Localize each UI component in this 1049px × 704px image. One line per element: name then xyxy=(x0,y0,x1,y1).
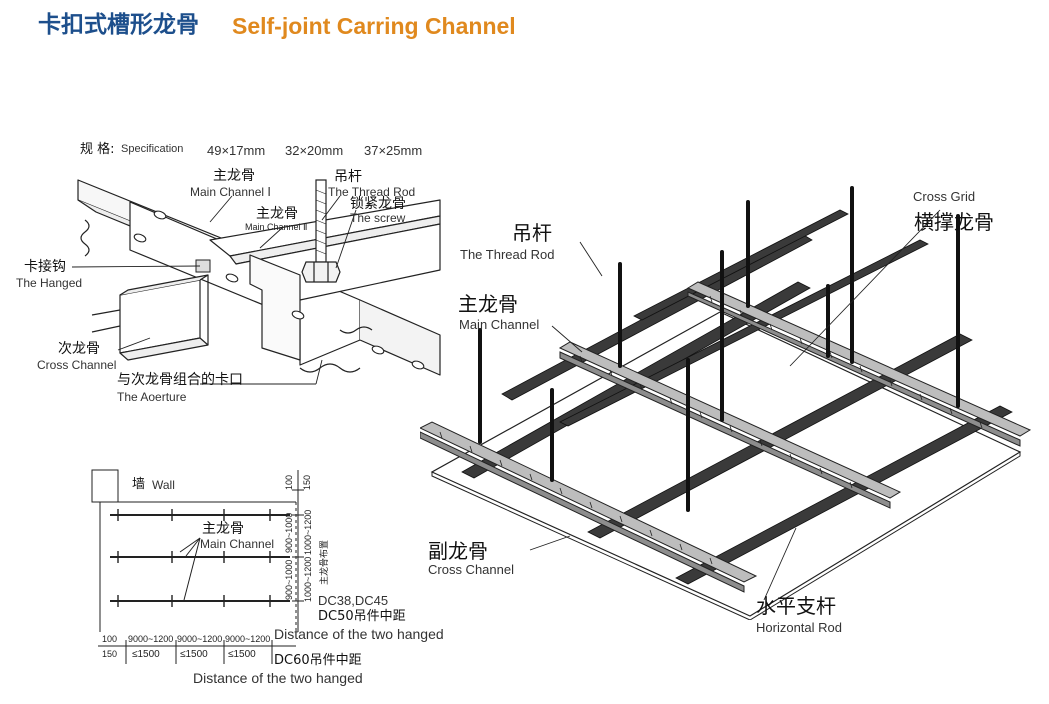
detail-main-channel-2-cn: 主龙骨 xyxy=(256,206,298,222)
plan-dim-2b: 1000~1200 xyxy=(303,556,313,602)
layout-plan-drawing xyxy=(91,469,304,664)
detail-drawing xyxy=(71,179,441,385)
plan-bottom-l1: ≤1500 xyxy=(132,649,160,660)
plan-dim-2a: 900~1000 xyxy=(284,559,294,600)
plan-bottom-d2: 9000~1200 xyxy=(177,634,223,644)
main-channels xyxy=(420,281,1032,593)
detail-main-channel-1-en: Main Channel Ⅰ xyxy=(190,185,271,199)
detail-cross-channel-en: Cross Channel xyxy=(37,358,117,372)
thread-rods xyxy=(478,186,960,512)
iso-cross-grid-en: Cross Grid xyxy=(913,189,976,204)
isometric-grid xyxy=(420,186,1032,620)
plan-note-5: Distance of the two hanged xyxy=(193,670,363,686)
plan-wall-cn: 墙 xyxy=(132,477,146,492)
iso-cross-channel-cn: 副龙骨 xyxy=(428,539,488,563)
iso-horizontal-rod-cn: 水平支杆 xyxy=(756,594,836,618)
iso-cross-channel-en: Cross Channel xyxy=(428,562,514,577)
iso-thread-rod-cn: 吊杆 xyxy=(512,221,552,245)
detail-thread-rod-en: The Thread Rod xyxy=(328,185,416,199)
detail-main-channel-2-en: Main Channel Ⅱ xyxy=(245,222,308,232)
plan-dim-1b: 1000~1200 xyxy=(303,509,313,555)
plan-main-channel-cn: 主龙骨 xyxy=(202,521,244,537)
plan-bottom-100: 100 xyxy=(102,634,118,644)
detail-thread-rod-cn: 吊杆 xyxy=(334,169,362,185)
iso-thread-rod-en: The Thread Rod xyxy=(460,247,555,262)
title-cn: 卡扣式槽形龙骨 xyxy=(38,12,199,38)
iso-horizontal-rod-en: Horizontal Rod xyxy=(756,620,842,635)
detail-hanged-en: The Hanged xyxy=(16,276,83,290)
iso-main-channel-en: Main Channel xyxy=(459,317,540,332)
spec-label-en: Specification xyxy=(121,143,184,155)
spec-size-3: 37×25mm xyxy=(364,143,423,158)
iso-cross-grid-cn: 横撑龙骨 xyxy=(914,210,994,234)
spec-label-cn: 规 格: xyxy=(80,142,115,157)
detail-main-channel-1-cn: 主龙骨 xyxy=(213,168,255,184)
detail-aperture-en: The Aoerture xyxy=(117,390,187,404)
plan-note-3: Distance of the two hanged xyxy=(274,626,444,642)
spec-size-1: 49×17mm xyxy=(207,143,266,158)
plan-vertical-title: 主龙骨布置 xyxy=(319,539,329,585)
title-en: Self-joint Carring Channel xyxy=(232,13,516,39)
detail-screw-cn: 锁紧龙骨 xyxy=(350,196,406,212)
spec-size-2: 32×20mm xyxy=(285,143,344,158)
plan-note-4: DC60吊件中距 xyxy=(274,653,362,668)
detail-aperture-cn: 与次龙骨组合的卡口 xyxy=(117,372,243,388)
plan-bottom-d1: 9000~1200 xyxy=(128,634,174,644)
plan-wall-en: Wall xyxy=(152,478,175,492)
plan-bottom-l2: ≤1500 xyxy=(180,649,208,660)
plan-note-1: DC38,DC45 xyxy=(318,593,389,608)
plan-main-channel-en: Main Channel xyxy=(200,537,275,551)
plan-dim-150: 150 xyxy=(302,474,312,490)
plan-dim-1a: 900~1000 xyxy=(284,512,294,553)
plan-bottom-l3: ≤1500 xyxy=(228,649,256,660)
plan-dim-100: 100 xyxy=(284,474,294,490)
plan-bottom-d3: 9000~1200 xyxy=(225,634,271,644)
detail-screw-en: The screw xyxy=(350,211,406,225)
plan-note-2: DC50吊件中距 xyxy=(318,609,406,624)
detail-hanged-cn: 卡接钩 xyxy=(24,259,66,275)
iso-main-channel-cn: 主龙骨 xyxy=(458,292,518,316)
detail-cross-channel-cn: 次龙骨 xyxy=(58,341,100,357)
plan-bottom-150: 150 xyxy=(102,649,118,659)
